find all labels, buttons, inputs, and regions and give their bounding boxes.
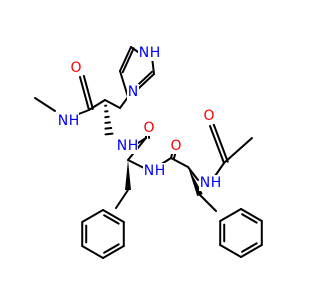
bond-calpha1-nh2-hash-4 (104, 121, 111, 124)
bond-carbonyl-o1 (79, 76, 90, 111)
bond-imid-5-second (135, 70, 153, 87)
bond-calpha1-cbeta (104, 99, 121, 109)
phenyl-ring-1-bond-4 (102, 209, 125, 223)
atom-label-background (199, 175, 221, 191)
phenyl-ring-2-inner-0 (241, 242, 258, 253)
bond-imid-5 (138, 73, 155, 89)
bond-calpha1-nh2-hash-6 (104, 132, 114, 136)
atom-label-background (143, 120, 155, 136)
phenyl-ring-1-bond-3 (81, 209, 104, 223)
atom-label-background (138, 45, 160, 61)
atom-symbol: N (200, 175, 210, 191)
bond-methyl-n (34, 97, 56, 112)
bond-calpha3-nh6 (187, 166, 199, 181)
phenyl-ring-2-bond-1 (219, 244, 242, 258)
bond-carbonyl-calpha1 (88, 99, 106, 111)
bond-calpha2-nh5 (127, 159, 145, 169)
bond-imid-1 (119, 70, 129, 98)
atom-symbol: N (144, 163, 154, 179)
phenyl-ring-1-bond-0 (102, 245, 125, 259)
bond-carbonyl-o1-second (82, 74, 94, 110)
phenyl-ring-1-bond-1 (81, 245, 104, 259)
atom-label-background (203, 108, 215, 124)
atom-o1: O (70, 60, 82, 76)
phenyl-ring-2-bond-4 (240, 208, 263, 222)
bond-cbeta3-ring (199, 194, 217, 212)
bond-cacetyl-o4-second (212, 123, 229, 163)
bond-calpha2-cbeta (125, 160, 131, 190)
atom-hydrogen: H (211, 175, 222, 191)
atom-label-background (170, 138, 182, 154)
atom-symbol: O (203, 108, 214, 124)
atom-symbol: N (128, 84, 138, 100)
atom-symbol: O (170, 138, 181, 154)
bond-cbeta2-ring (115, 189, 129, 209)
atom-hydrogen: H (69, 113, 80, 129)
atom-o3: O (170, 138, 182, 154)
atom-symbol: N (117, 138, 127, 154)
atom-o2: O (143, 120, 155, 136)
bond-imid-2 (119, 46, 132, 72)
phenyl-ring-1-inner-0 (103, 243, 120, 254)
bond-cacetyl-o4 (209, 125, 225, 164)
bond-cacetyl-methyl (223, 137, 253, 164)
bond-cbeta-ring (119, 96, 129, 109)
atom-o4: O (203, 108, 215, 124)
atom-label-background (143, 163, 165, 179)
atom-symbol: O (70, 60, 81, 76)
atom-n3: N (127, 84, 139, 100)
phenyl-ring-2-inner-4 (241, 213, 258, 224)
atom-label-background (127, 84, 139, 100)
phenyl-ring-2-bond-0 (240, 244, 263, 258)
phenyl-ring-1-inner-4 (103, 214, 120, 225)
atom-label-background (116, 138, 138, 154)
bond-layer (34, 46, 263, 259)
atom-hydrogen: H (128, 138, 139, 154)
atom-hydrogen: H (155, 163, 166, 179)
bond-c3-calpha3 (170, 157, 189, 168)
atom-label-background (70, 60, 82, 76)
phenyl-ring-2-bond-3 (219, 208, 242, 222)
atom-label-background (57, 113, 79, 129)
bond-imid-2-second (121, 47, 135, 74)
atom-symbol: N (58, 113, 68, 129)
bond-imid-3 (130, 46, 139, 53)
atom-hydrogen: H (150, 45, 161, 61)
atom-symbol: O (143, 120, 154, 136)
bond-calpha1-nh2-hash-5 (104, 126, 113, 130)
atom-symbol: N (139, 45, 149, 61)
